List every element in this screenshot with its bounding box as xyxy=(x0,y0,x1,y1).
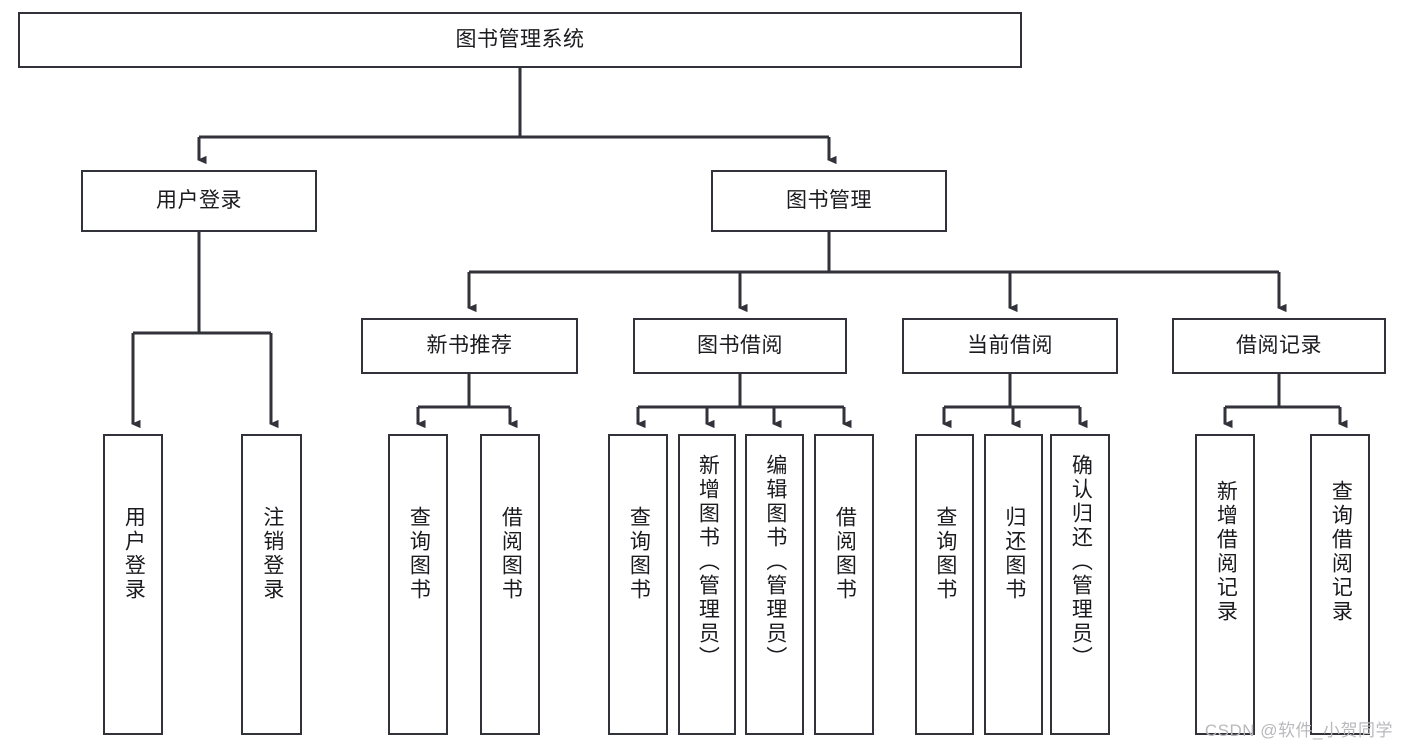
node-book-management-system[interactable]: 图书管理系统 xyxy=(18,12,1022,68)
node-label: 图书借阅 xyxy=(697,333,783,357)
node-label: 新增借阅记录 xyxy=(1214,480,1238,624)
node-label: 注销登录 xyxy=(260,506,284,602)
node-leaf-borrow-book-recommend[interactable]: 借阅图书 xyxy=(480,434,540,735)
node-current-borrow[interactable]: 当前借阅 xyxy=(902,318,1118,374)
node-leaf-query-book-current[interactable]: 查询图书 xyxy=(915,434,974,735)
node-label: 归还图书 xyxy=(1002,506,1026,602)
node-leaf-confirm-return-admin[interactable]: 确认归还（管理员） xyxy=(1050,434,1110,735)
node-book-borrow[interactable]: 图书借阅 xyxy=(633,318,847,374)
node-leaf-user-login[interactable]: 用户登录 xyxy=(103,434,163,735)
node-label: 查询图书 xyxy=(407,506,431,602)
node-label: 新增图书（管理员） xyxy=(696,454,720,670)
node-leaf-logout[interactable]: 注销登录 xyxy=(241,434,302,735)
node-book-management[interactable]: 图书管理 xyxy=(711,170,947,232)
node-leaf-return-book[interactable]: 归还图书 xyxy=(984,434,1043,735)
node-leaf-edit-book-admin[interactable]: 编辑图书（管理员） xyxy=(745,434,804,735)
node-label: 编辑图书（管理员） xyxy=(763,454,787,670)
node-leaf-query-borrow-record[interactable]: 查询借阅记录 xyxy=(1310,434,1370,735)
node-leaf-query-book-recommend[interactable]: 查询图书 xyxy=(388,434,448,735)
node-label: 用户登录 xyxy=(156,188,242,212)
node-label: 图书管理 xyxy=(786,188,872,212)
node-label: 确认归还（管理员） xyxy=(1069,454,1093,670)
csdn-watermark: CSDN @软件_小贺同学 xyxy=(1204,721,1393,740)
node-borrow-record[interactable]: 借阅记录 xyxy=(1172,318,1386,374)
node-new-book-recommend[interactable]: 新书推荐 xyxy=(361,318,578,374)
node-leaf-add-borrow-record[interactable]: 新增借阅记录 xyxy=(1195,434,1255,735)
node-label: 借阅图书 xyxy=(499,506,523,602)
node-label: 当前借阅 xyxy=(967,333,1053,357)
node-leaf-borrow-book-borrow[interactable]: 借阅图书 xyxy=(814,434,874,735)
node-label: 查询图书 xyxy=(627,506,651,602)
node-label: 新书推荐 xyxy=(426,333,513,357)
node-label: 借阅图书 xyxy=(833,506,857,602)
node-label: 图书管理系统 xyxy=(455,27,585,51)
node-label: 查询借阅记录 xyxy=(1329,480,1353,624)
node-leaf-query-book-borrow[interactable]: 查询图书 xyxy=(608,434,668,735)
node-leaf-add-book-admin[interactable]: 新增图书（管理员） xyxy=(678,434,736,735)
node-label: 查询图书 xyxy=(933,506,957,602)
node-label: 借阅记录 xyxy=(1236,333,1322,357)
node-label: 用户登录 xyxy=(122,506,146,602)
node-user-login[interactable]: 用户登录 xyxy=(81,170,317,232)
